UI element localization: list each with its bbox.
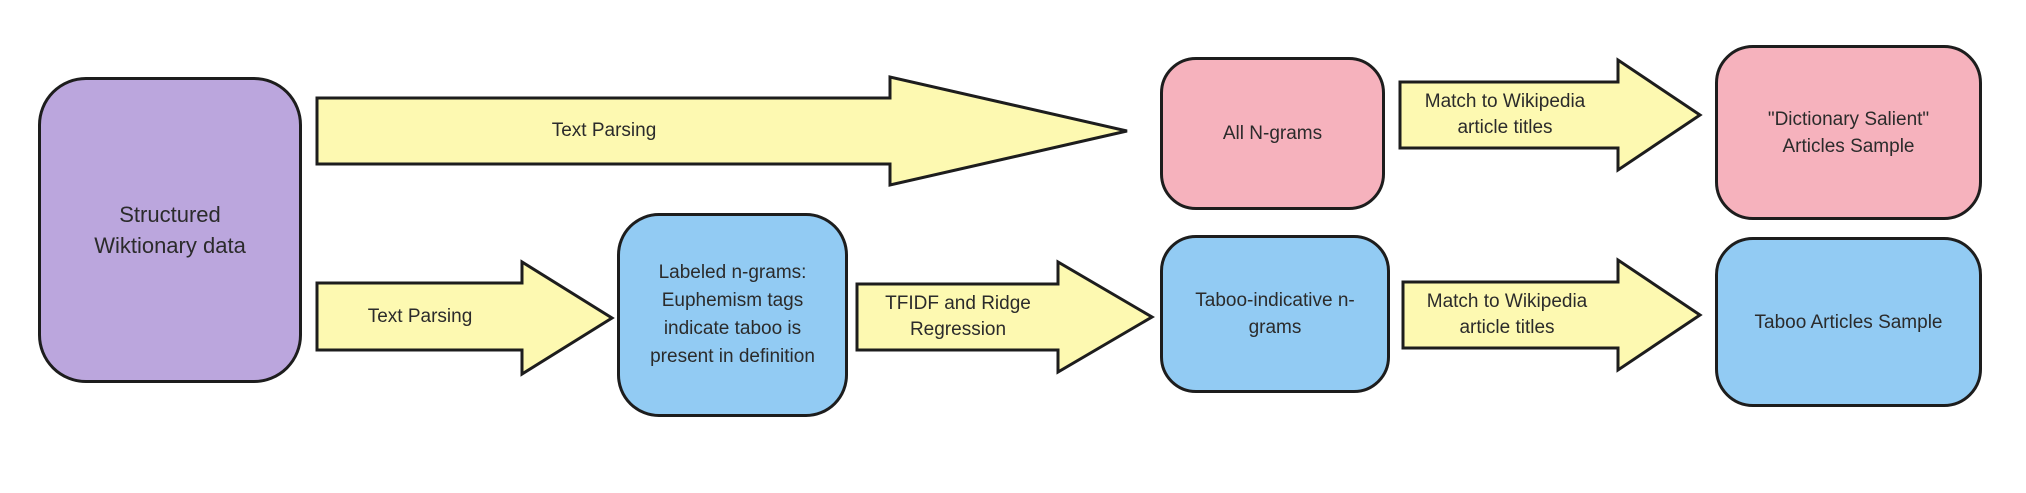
node-all-ngrams: All N-grams	[1160, 57, 1385, 210]
text-parsing-top-arrow	[315, 75, 1128, 187]
node-taboo-indicative-ngrams: Taboo-indicative n- grams	[1160, 235, 1390, 393]
node-labeled-ngrams: Labeled n-grams: Euphemism tags indicate…	[617, 213, 848, 417]
match-bottom-arrow	[1401, 257, 1703, 373]
match-top-arrow	[1398, 57, 1703, 173]
node-taboo-articles-sample: Taboo Articles Sample	[1715, 237, 1982, 407]
tfidf-arrow	[855, 259, 1155, 375]
arrow-label-tfidf-ridge-regression: TFIDF and Ridge Regression	[885, 293, 1031, 340]
arrow-label-match-wikipedia-bottom: Match to Wikipedia article titles	[1426, 291, 1588, 338]
arrow-label-match-wikipedia-top: Match to Wikipedia article titles	[1424, 91, 1586, 138]
node-dictionary-salient-articles-sample: "Dictionary Salient" Articles Sample	[1715, 45, 1982, 220]
text-parsing-bottom-arrow	[315, 259, 615, 377]
node-structured-wiktionary-data: Structured Wiktionary data	[38, 77, 302, 383]
arrow-label-text-parsing-top: Text Parsing	[551, 120, 657, 141]
arrow-label-text-parsing-bottom: Text Parsing	[367, 306, 473, 327]
